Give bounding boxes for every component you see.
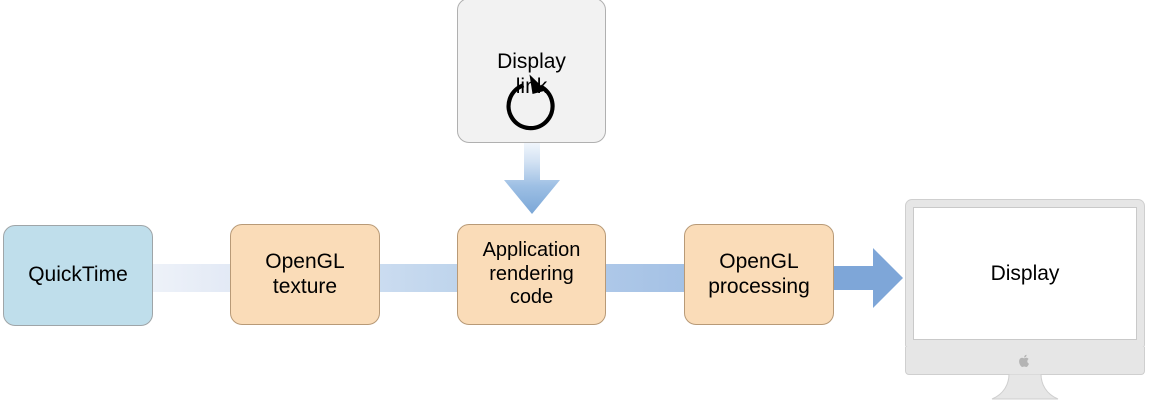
- node-opengl-texture-label: OpenGL texture: [265, 249, 345, 298]
- monitor-chin: [905, 347, 1145, 375]
- connector-quicktime-to-opengl-texture: [150, 264, 234, 292]
- refresh-loop-icon: [505, 74, 555, 131]
- arrow-right-opengl-processing-to-display: [831, 248, 903, 308]
- node-quicktime-label: QuickTime: [28, 263, 128, 287]
- apple-logo-icon: [1019, 354, 1029, 367]
- node-opengl-processing[interactable]: OpenGL processing: [684, 224, 834, 325]
- monitor-screen: Display: [913, 207, 1137, 340]
- connector-opengl-texture-to-app-rendering: [377, 264, 461, 292]
- node-opengl-processing-label: OpenGL processing: [708, 249, 810, 298]
- node-opengl-texture[interactable]: OpenGL texture: [230, 224, 380, 325]
- connector-app-rendering-to-opengl-processing: [603, 264, 687, 292]
- node-application-rendering-code[interactable]: Application rendering code: [457, 224, 606, 325]
- node-quicktime[interactable]: QuickTime: [3, 225, 153, 326]
- node-application-rendering-code-label: Application rendering code: [482, 239, 581, 309]
- monitor-stand: [991, 374, 1059, 400]
- node-display-link[interactable]: Display link: [457, 0, 606, 143]
- arrow-down-display-link-to-app-rendering: [504, 141, 560, 214]
- node-display-label: Display: [990, 261, 1060, 285]
- monitor-bezel: Display: [905, 199, 1145, 348]
- node-display-monitor[interactable]: Display: [903, 199, 1151, 400]
